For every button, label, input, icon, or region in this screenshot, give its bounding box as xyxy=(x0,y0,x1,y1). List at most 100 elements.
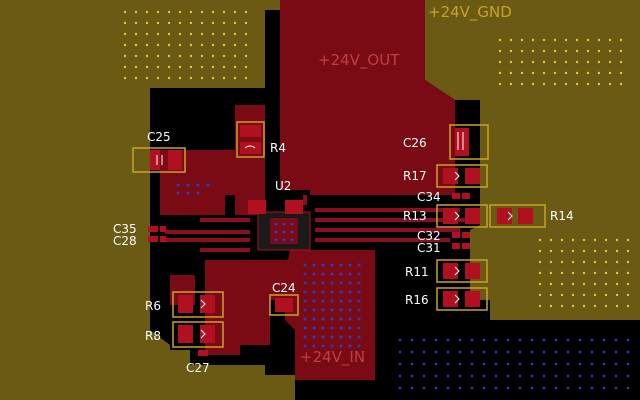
gnd-via xyxy=(597,60,601,64)
gnd-via xyxy=(575,71,579,75)
ref-c24[interactable]: C24 xyxy=(272,281,296,295)
in-via xyxy=(303,308,307,312)
bottom-via xyxy=(518,386,522,390)
bottom-via xyxy=(422,350,426,354)
bottom-via xyxy=(506,374,510,378)
bottom-via xyxy=(542,350,546,354)
gnd-via xyxy=(586,60,590,64)
ref-c32[interactable]: C32 xyxy=(417,229,441,243)
gnd-via xyxy=(222,21,226,25)
ref-c35[interactable]: C35 xyxy=(113,222,137,236)
in-via xyxy=(330,299,334,303)
gnd-via xyxy=(608,49,612,53)
ref-r6[interactable]: R6 xyxy=(145,299,161,313)
in-via xyxy=(339,281,343,285)
gnd-via xyxy=(244,21,248,25)
gnd-via xyxy=(582,304,586,308)
gnd-via xyxy=(531,60,535,64)
ref-r13[interactable]: R13 xyxy=(403,209,427,223)
in-via xyxy=(339,272,343,276)
in-via xyxy=(339,344,343,348)
in-via xyxy=(312,326,316,330)
gnd-via xyxy=(189,32,193,36)
gnd-via xyxy=(167,65,171,69)
bottom-via xyxy=(542,338,546,342)
in-via xyxy=(357,317,361,321)
gnd-via xyxy=(582,271,586,275)
gnd-via xyxy=(200,21,204,25)
gnd-via xyxy=(626,304,630,308)
bottom-via xyxy=(506,362,510,366)
in-via xyxy=(348,299,352,303)
gnd-via xyxy=(604,238,608,242)
ref-c28[interactable]: C28 xyxy=(113,234,137,248)
gnd-via xyxy=(520,38,524,42)
ref-u2[interactable]: U2 xyxy=(275,179,291,193)
gnd-via xyxy=(178,65,182,69)
ref-r4[interactable]: R4 xyxy=(270,141,286,155)
in-via xyxy=(357,326,361,330)
gnd-via xyxy=(571,249,575,253)
u2-ic[interactable] xyxy=(257,211,311,251)
gnd-via xyxy=(560,304,564,308)
gnd-via xyxy=(582,249,586,253)
gnd-via xyxy=(145,43,149,47)
ref-r8[interactable]: R8 xyxy=(145,329,161,343)
bottom-via xyxy=(554,386,558,390)
in-via xyxy=(303,272,307,276)
in-via xyxy=(303,281,307,285)
gnd-via xyxy=(123,10,127,14)
gnd-via xyxy=(593,238,597,242)
bottom-via xyxy=(590,350,594,354)
gnd-via xyxy=(538,282,542,286)
ref-c27[interactable]: C27 xyxy=(186,361,210,375)
gnd-via xyxy=(145,76,149,80)
gnd-via xyxy=(542,49,546,53)
in-via xyxy=(303,326,307,330)
gnd-via xyxy=(615,271,619,275)
bottom-via xyxy=(554,374,558,378)
signal-traces xyxy=(165,195,470,252)
gnd-via xyxy=(626,238,630,242)
bottom-via xyxy=(458,350,462,354)
bottom-via xyxy=(506,386,510,390)
bottom-via xyxy=(446,362,450,366)
bottom-via xyxy=(554,362,558,366)
bottom-via xyxy=(458,362,462,366)
gnd-via xyxy=(531,49,535,53)
gnd-via xyxy=(571,238,575,242)
bottom-via xyxy=(506,350,510,354)
ref-c34[interactable]: C34 xyxy=(417,190,441,204)
gnd-via xyxy=(571,293,575,297)
ref-r14[interactable]: R14 xyxy=(550,209,574,223)
gnd-via xyxy=(134,76,138,80)
in-via xyxy=(312,299,316,303)
gnd-via xyxy=(233,43,237,47)
gnd-via xyxy=(178,21,182,25)
gnd-via xyxy=(211,65,215,69)
reference-designators: C25 R4 U2 C26 R17 C34 R13 R14 C35 C28 C3… xyxy=(113,130,574,375)
bottom-via xyxy=(518,350,522,354)
gnd-via xyxy=(233,10,237,14)
net-label-out: +24V_OUT xyxy=(318,51,400,70)
ref-c31[interactable]: C31 xyxy=(417,241,441,255)
ref-r17[interactable]: R17 xyxy=(403,169,427,183)
gnd-via xyxy=(604,249,608,253)
bottom-via xyxy=(530,386,534,390)
ref-c25[interactable]: C25 xyxy=(147,130,171,144)
ref-r11[interactable]: R11 xyxy=(405,265,429,279)
ref-c26[interactable]: C26 xyxy=(403,136,427,150)
ref-r16[interactable]: R16 xyxy=(405,293,429,307)
gnd-via xyxy=(189,54,193,58)
bottom-via xyxy=(410,386,414,390)
bottom-via xyxy=(470,374,474,378)
bottom-via xyxy=(458,386,462,390)
in-via xyxy=(312,344,316,348)
c25-vias xyxy=(176,183,210,195)
in-via xyxy=(357,308,361,312)
in-via xyxy=(357,344,361,348)
gnd-via xyxy=(571,271,575,275)
gnd-via xyxy=(619,82,623,86)
